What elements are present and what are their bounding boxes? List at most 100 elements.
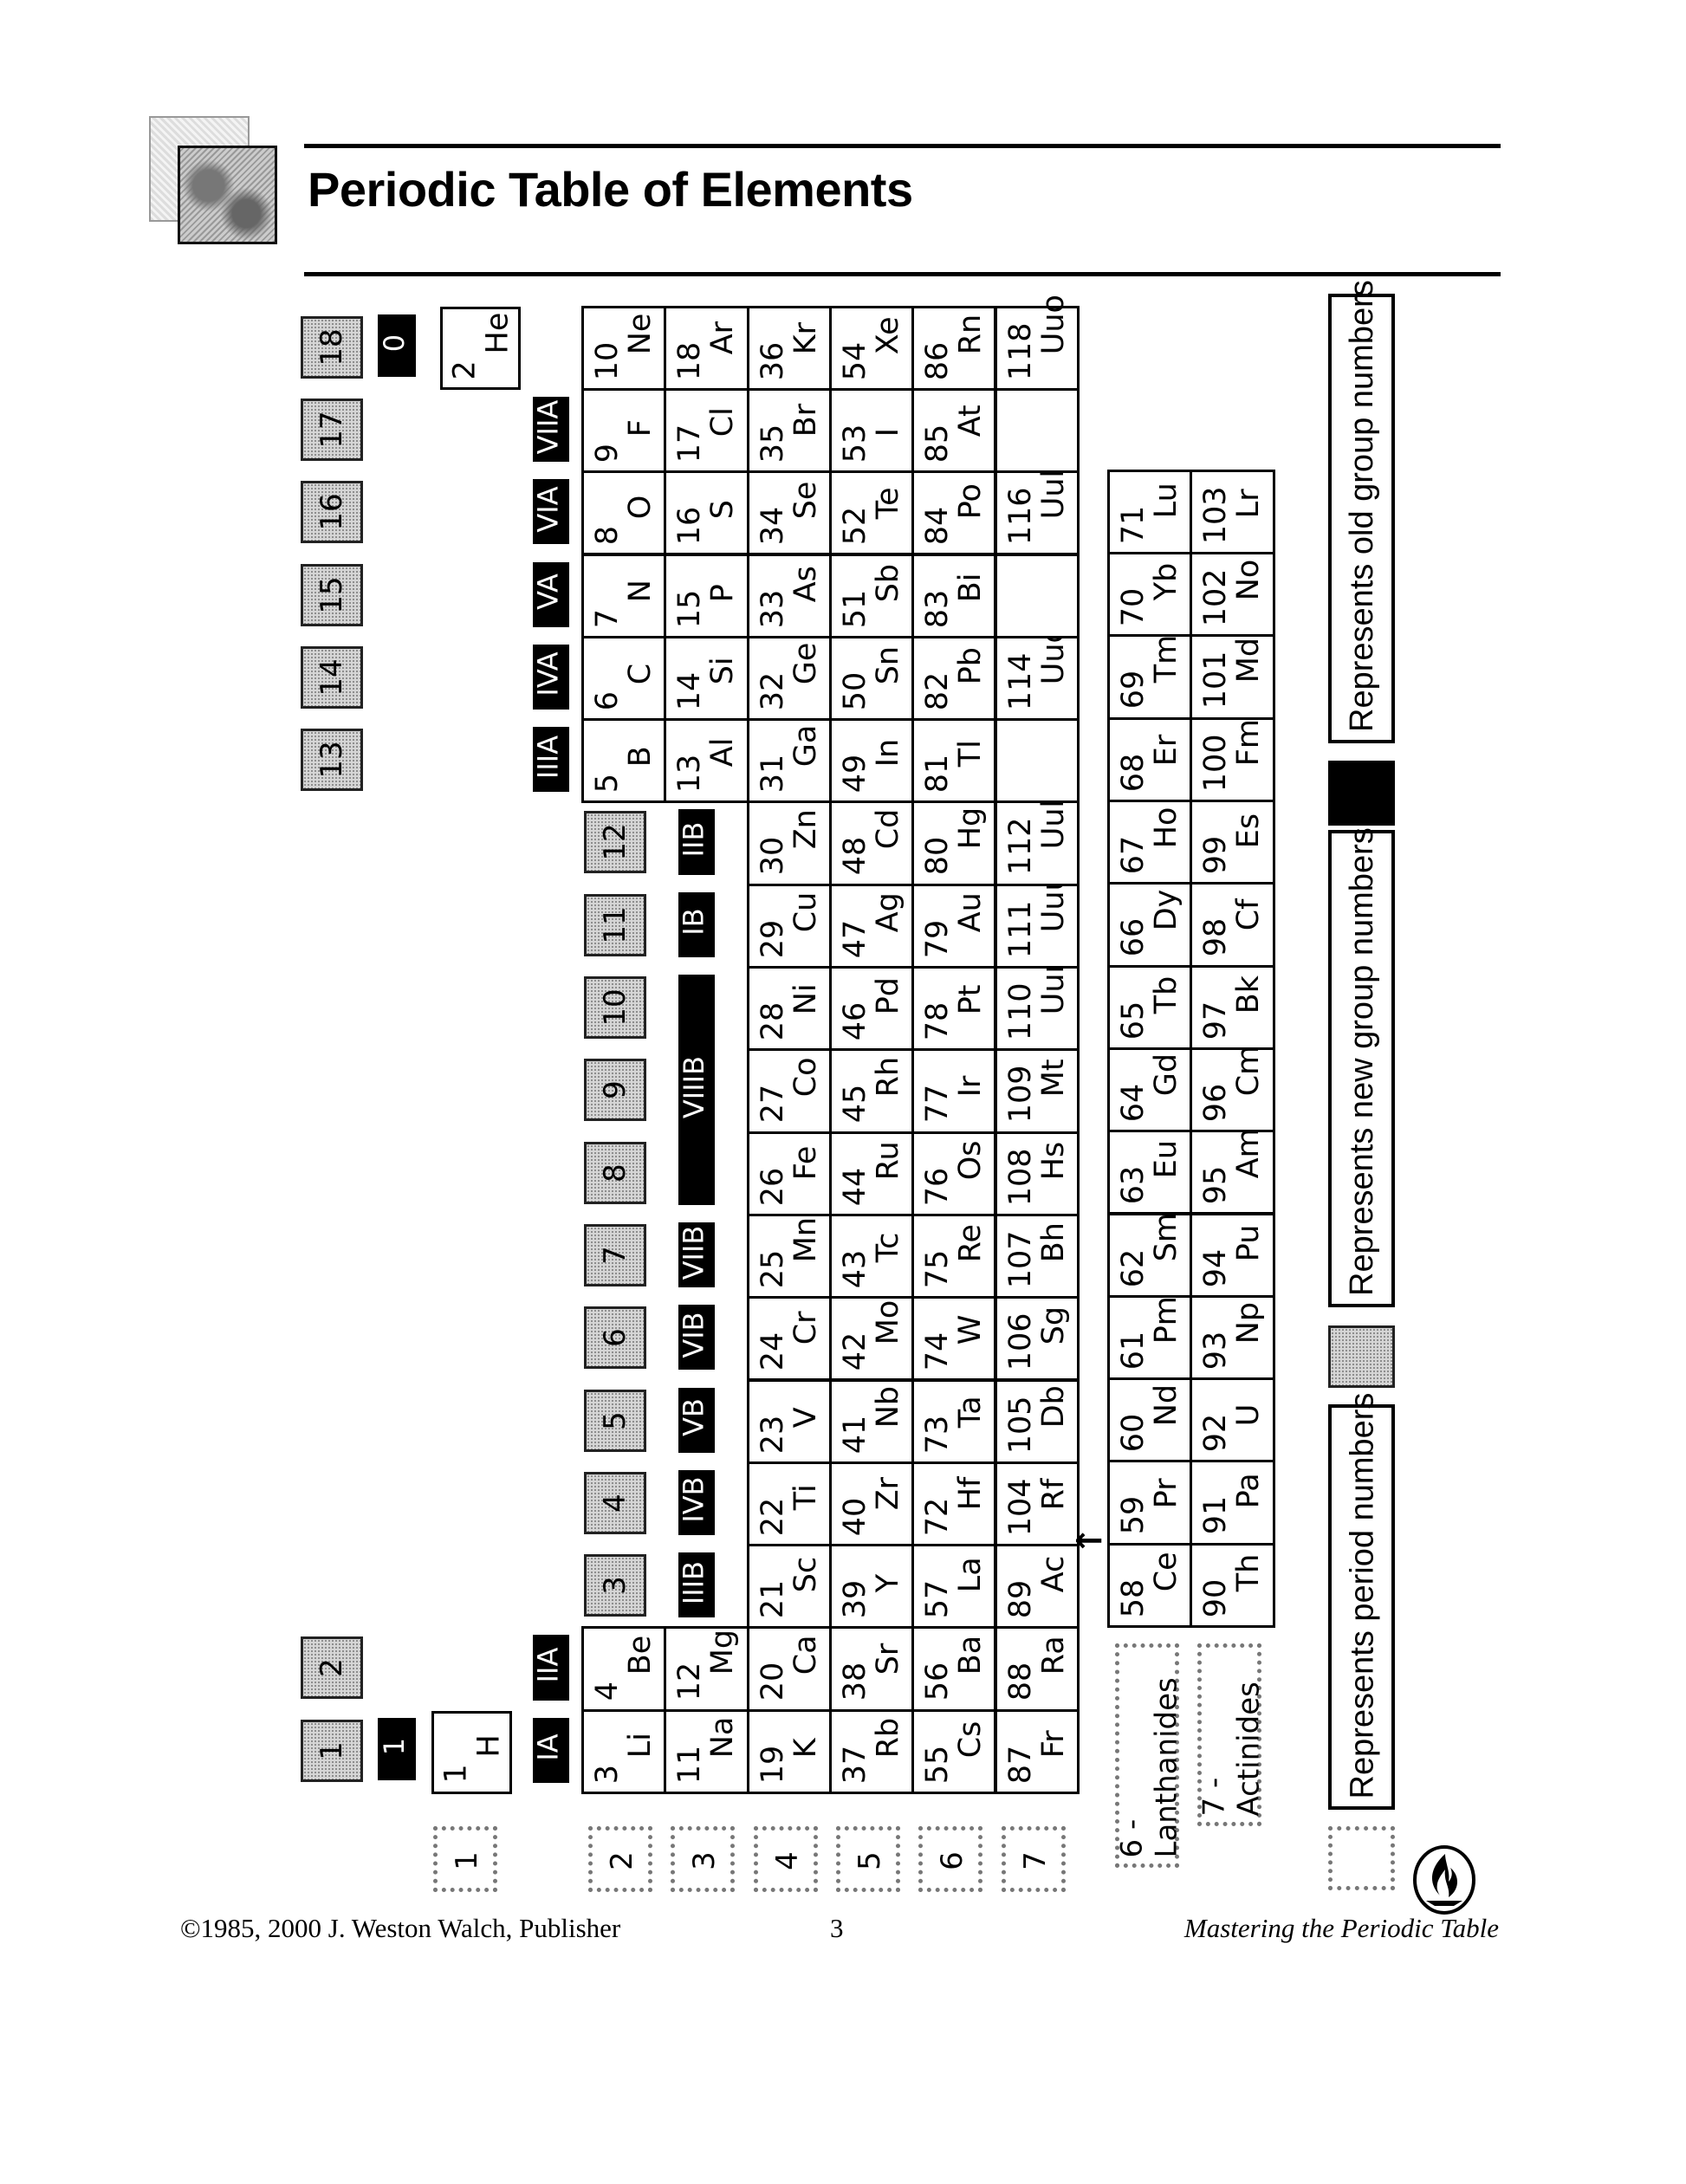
element-cell[interactable]: 2He [440, 307, 521, 390]
element-cell[interactable]: 35Br [746, 387, 832, 474]
element-cell[interactable]: 13Al [664, 718, 749, 804]
element-cell[interactable]: 60Nd [1107, 1377, 1193, 1463]
element-cell[interactable]: 65Tb [1107, 964, 1193, 1050]
element-cell[interactable]: 59Pr [1107, 1460, 1193, 1546]
element-cell[interactable]: 45Rh [828, 1048, 915, 1134]
element-cell[interactable]: 76Os [911, 1131, 997, 1216]
element-cell[interactable]: 18Ar [664, 305, 749, 391]
element-cell[interactable]: 77Ir [911, 1048, 997, 1134]
element-cell[interactable]: 89Ac [994, 1544, 1080, 1630]
element-cell[interactable]: 48Cd [828, 800, 915, 886]
element-cell[interactable]: 4Be [581, 1626, 667, 1712]
element-cell[interactable]: 34Se [746, 470, 832, 556]
element-cell[interactable]: 21Sc [746, 1544, 832, 1630]
element-cell[interactable]: 106Sg [994, 1296, 1080, 1382]
element-cell[interactable]: 116Uuh [994, 459, 1080, 556]
element-cell[interactable]: 36Kr [746, 305, 832, 391]
element-cell[interactable]: 108Hs [994, 1131, 1080, 1216]
element-cell[interactable]: 27Co [746, 1048, 832, 1134]
element-cell[interactable]: 51Sb [828, 553, 915, 638]
element-cell[interactable]: 95Am [1190, 1128, 1275, 1215]
element-cell[interactable]: 107Bh [994, 1213, 1080, 1299]
element-cell[interactable]: 85At [911, 387, 997, 474]
element-cell[interactable]: 9F [581, 387, 667, 474]
element-cell[interactable]: 82Pb [911, 635, 997, 722]
element-cell[interactable]: 73Ta [911, 1378, 997, 1464]
element-cell[interactable]: 24Cr [746, 1296, 832, 1382]
element-cell[interactable]: 20Ca [746, 1626, 832, 1712]
element-cell[interactable]: 78Pt [911, 966, 997, 1052]
element-cell[interactable]: 26Fe [746, 1131, 832, 1216]
element-cell[interactable]: 3Li [581, 1708, 667, 1794]
element-cell[interactable]: 101Md [1190, 634, 1275, 720]
element-cell[interactable]: 56Ba [911, 1626, 997, 1712]
element-cell[interactable]: 14Si [664, 635, 749, 722]
element-cell[interactable]: 54Xe [828, 305, 915, 391]
element-cell[interactable]: 29Cu [746, 883, 832, 969]
element-cell[interactable]: 41Nb [828, 1378, 915, 1464]
element-cell[interactable]: 11Na [664, 1708, 749, 1794]
element-cell[interactable]: 88Ra [994, 1626, 1080, 1712]
element-cell[interactable]: 44Ru [828, 1131, 915, 1216]
element-cell[interactable]: 84Po [911, 470, 997, 556]
element-cell[interactable]: 66Dy [1107, 882, 1193, 968]
element-cell[interactable]: 71Lu [1107, 469, 1193, 555]
element-cell[interactable]: 19K [746, 1708, 832, 1794]
element-cell[interactable]: 12Mg [664, 1626, 749, 1712]
element-cell[interactable]: 68Er [1107, 716, 1193, 802]
element-cell[interactable]: 83Bi [911, 553, 997, 638]
element-cell[interactable]: 5B [581, 718, 667, 804]
element-cell[interactable]: 111Uuu [994, 872, 1080, 969]
element-cell[interactable]: 16S [664, 470, 749, 556]
element-cell[interactable]: 55Cs [911, 1708, 997, 1794]
element-cell[interactable]: 6C [581, 635, 667, 722]
element-cell[interactable]: 10Ne [581, 305, 667, 391]
element-cell[interactable]: 112Uub [994, 789, 1080, 886]
element-cell[interactable]: 118Uuo [994, 295, 1080, 391]
element-cell[interactable]: 110Uun [994, 954, 1080, 1052]
element-cell[interactable]: 62Sm [1107, 1212, 1193, 1298]
element-cell[interactable]: 23V [746, 1378, 832, 1464]
element-cell[interactable]: 86Rn [911, 305, 997, 391]
element-cell[interactable]: 50Sn [828, 635, 915, 722]
element-cell[interactable]: 103Lr [1190, 469, 1275, 555]
element-cell[interactable]: 80Hg [911, 800, 997, 886]
element-cell[interactable]: 96Cm [1190, 1046, 1275, 1133]
element-cell[interactable]: 100Fm [1190, 716, 1275, 802]
element-cell[interactable]: 43Tc [828, 1213, 915, 1299]
element-cell[interactable]: 40Zr [828, 1461, 915, 1547]
element-cell[interactable]: 105Db [994, 1378, 1080, 1464]
element-cell[interactable]: 99Es [1190, 800, 1275, 885]
element-cell[interactable]: 46Pd [828, 966, 915, 1052]
element-cell[interactable]: 64Gd [1107, 1047, 1193, 1133]
element-cell[interactable]: 15P [664, 553, 749, 638]
element-cell[interactable]: 63Eu [1107, 1130, 1193, 1215]
element-cell[interactable]: 38Sr [828, 1626, 915, 1712]
element-cell[interactable]: 104Rf [994, 1461, 1080, 1547]
element-cell[interactable]: 98Cf [1190, 882, 1275, 968]
element-cell[interactable]: 1H [431, 1710, 512, 1794]
element-cell[interactable]: 42Mo [828, 1296, 915, 1382]
element-cell[interactable]: 37Rb [828, 1708, 915, 1794]
element-cell[interactable]: 31Ga [746, 718, 832, 804]
element-cell[interactable]: 67Ho [1107, 800, 1193, 885]
element-cell[interactable]: 33As [746, 553, 832, 638]
element-cell[interactable]: 25Mn [746, 1213, 832, 1299]
element-cell[interactable]: 7N [581, 553, 667, 638]
element-cell[interactable]: 102No [1190, 552, 1275, 638]
element-cell[interactable]: 70Yb [1107, 552, 1193, 638]
element-cell[interactable]: 32Ge [746, 635, 832, 722]
element-cell[interactable]: 90Th [1190, 1542, 1275, 1628]
element-cell[interactable]: 17Cl [664, 387, 749, 474]
element-cell[interactable]: 72Hf [911, 1461, 997, 1547]
element-cell[interactable]: 97Bk [1190, 964, 1275, 1050]
element-cell[interactable]: 94Pu [1190, 1212, 1275, 1298]
element-cell[interactable]: 49In [828, 718, 915, 804]
element-cell[interactable]: 114Uuq [994, 624, 1080, 722]
element-cell[interactable]: 74W [911, 1296, 997, 1382]
element-cell[interactable]: 8O [581, 470, 667, 556]
element-cell[interactable]: 58Ce [1107, 1542, 1193, 1628]
element-cell[interactable]: 61Pm [1107, 1294, 1193, 1381]
element-cell[interactable]: 81Tl [911, 718, 997, 804]
element-cell[interactable]: 39Y [828, 1544, 915, 1630]
